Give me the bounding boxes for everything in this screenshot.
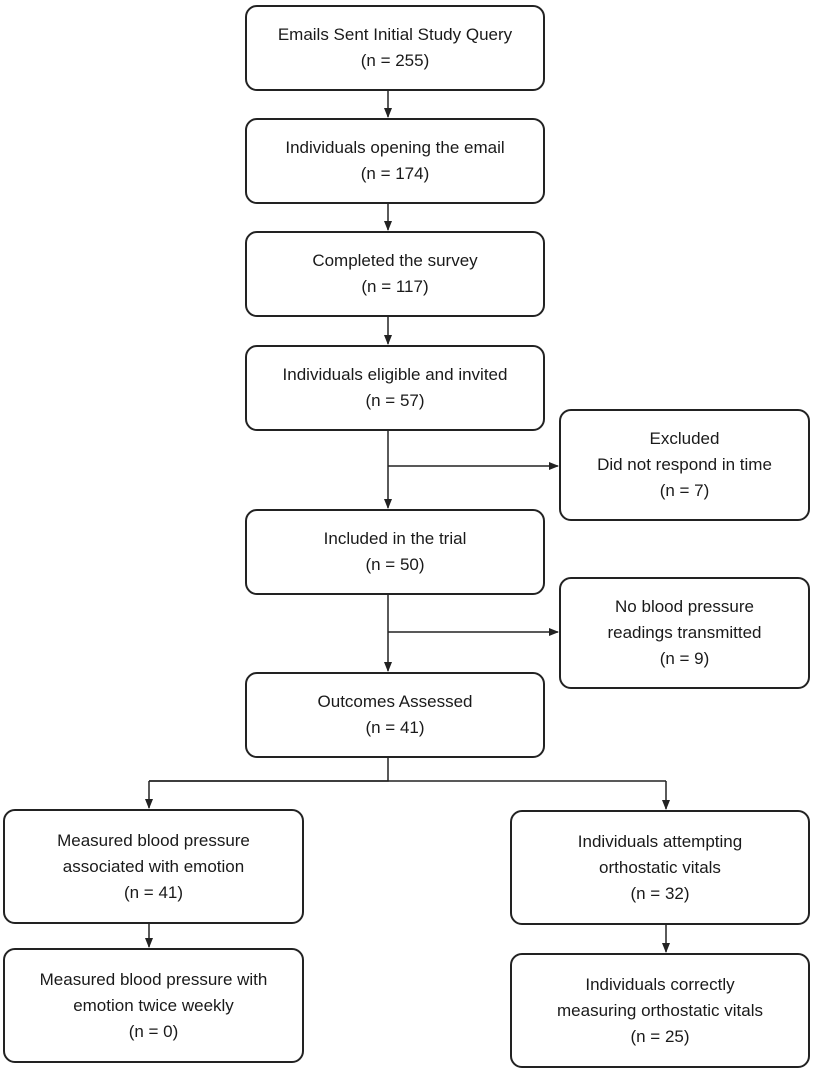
measured-bp-emotion-line2: associated with emotion [62,856,245,876]
completed-survey-box: Completed the survey (n = 117) [245,231,545,317]
completed-survey-title: Completed the survey [312,251,478,270]
eligible-invited-count: (n = 57) [365,391,425,410]
included-trial-title: Included in the trial [323,529,467,548]
included-trial-box: Included in the trial (n = 50) [245,509,545,595]
correct-orthostatic-count: (n = 25) [630,1026,690,1046]
measured-bp-twice-line2: emotion twice weekly [73,995,234,1015]
no-bp-readings-line2: readings transmitted [607,623,762,642]
measured-bp-twice-count: (n = 0) [128,1021,179,1041]
outcomes-assessed-title: Outcomes Assessed [317,692,473,711]
no-bp-readings-box: No blood pressure readings transmitted (… [559,577,810,689]
eligible-invited-title: Individuals eligible and invited [282,365,508,384]
no-bp-readings-count: (n = 9) [659,649,710,668]
emails-sent-title: Emails Sent Initial Study Query [277,25,513,44]
measured-bp-twice-line1: Measured blood pressure with [39,969,268,989]
excluded-title: Excluded [649,429,720,448]
outcomes-assessed-count: (n = 41) [365,718,425,737]
eligible-invited-box: Individuals eligible and invited (n = 57… [245,345,545,431]
excluded-reason: Did not respond in time [597,455,772,474]
emails-sent-box: Emails Sent Initial Study Query (n = 255… [245,5,545,91]
measured-bp-emotion-box: Measured blood pressure associated with … [3,809,304,924]
measured-bp-twice-box: Measured blood pressure with emotion twi… [3,948,304,1063]
excluded-count: (n = 7) [659,481,710,500]
excluded-box: Excluded Did not respond in time (n = 7) [559,409,810,521]
attempting-orthostatic-count: (n = 32) [630,883,690,903]
measured-bp-emotion-line1: Measured blood pressure [57,830,250,850]
outcomes-assessed-box: Outcomes Assessed (n = 41) [245,672,545,758]
completed-survey-count: (n = 117) [361,277,429,296]
correct-orthostatic-box: Individuals correctly measuring orthosta… [510,953,810,1068]
emails-sent-count: (n = 255) [360,51,430,70]
opened-email-title: Individuals opening the email [285,138,505,157]
correct-orthostatic-line1: Individuals correctly [585,974,735,994]
included-trial-count: (n = 50) [365,555,425,574]
measured-bp-emotion-count: (n = 41) [123,882,184,902]
attempting-orthostatic-box: Individuals attempting orthostatic vital… [510,810,810,925]
correct-orthostatic-line2: measuring orthostatic vitals [557,1000,763,1020]
attempting-orthostatic-line2: orthostatic vitals [599,857,721,877]
opened-email-box: Individuals opening the email (n = 174) [245,118,545,204]
no-bp-readings-line1: No blood pressure [615,597,754,616]
opened-email-count: (n = 174) [360,164,430,183]
branch-connector [149,758,389,782]
attempting-orthostatic-line1: Individuals attempting [577,831,743,851]
